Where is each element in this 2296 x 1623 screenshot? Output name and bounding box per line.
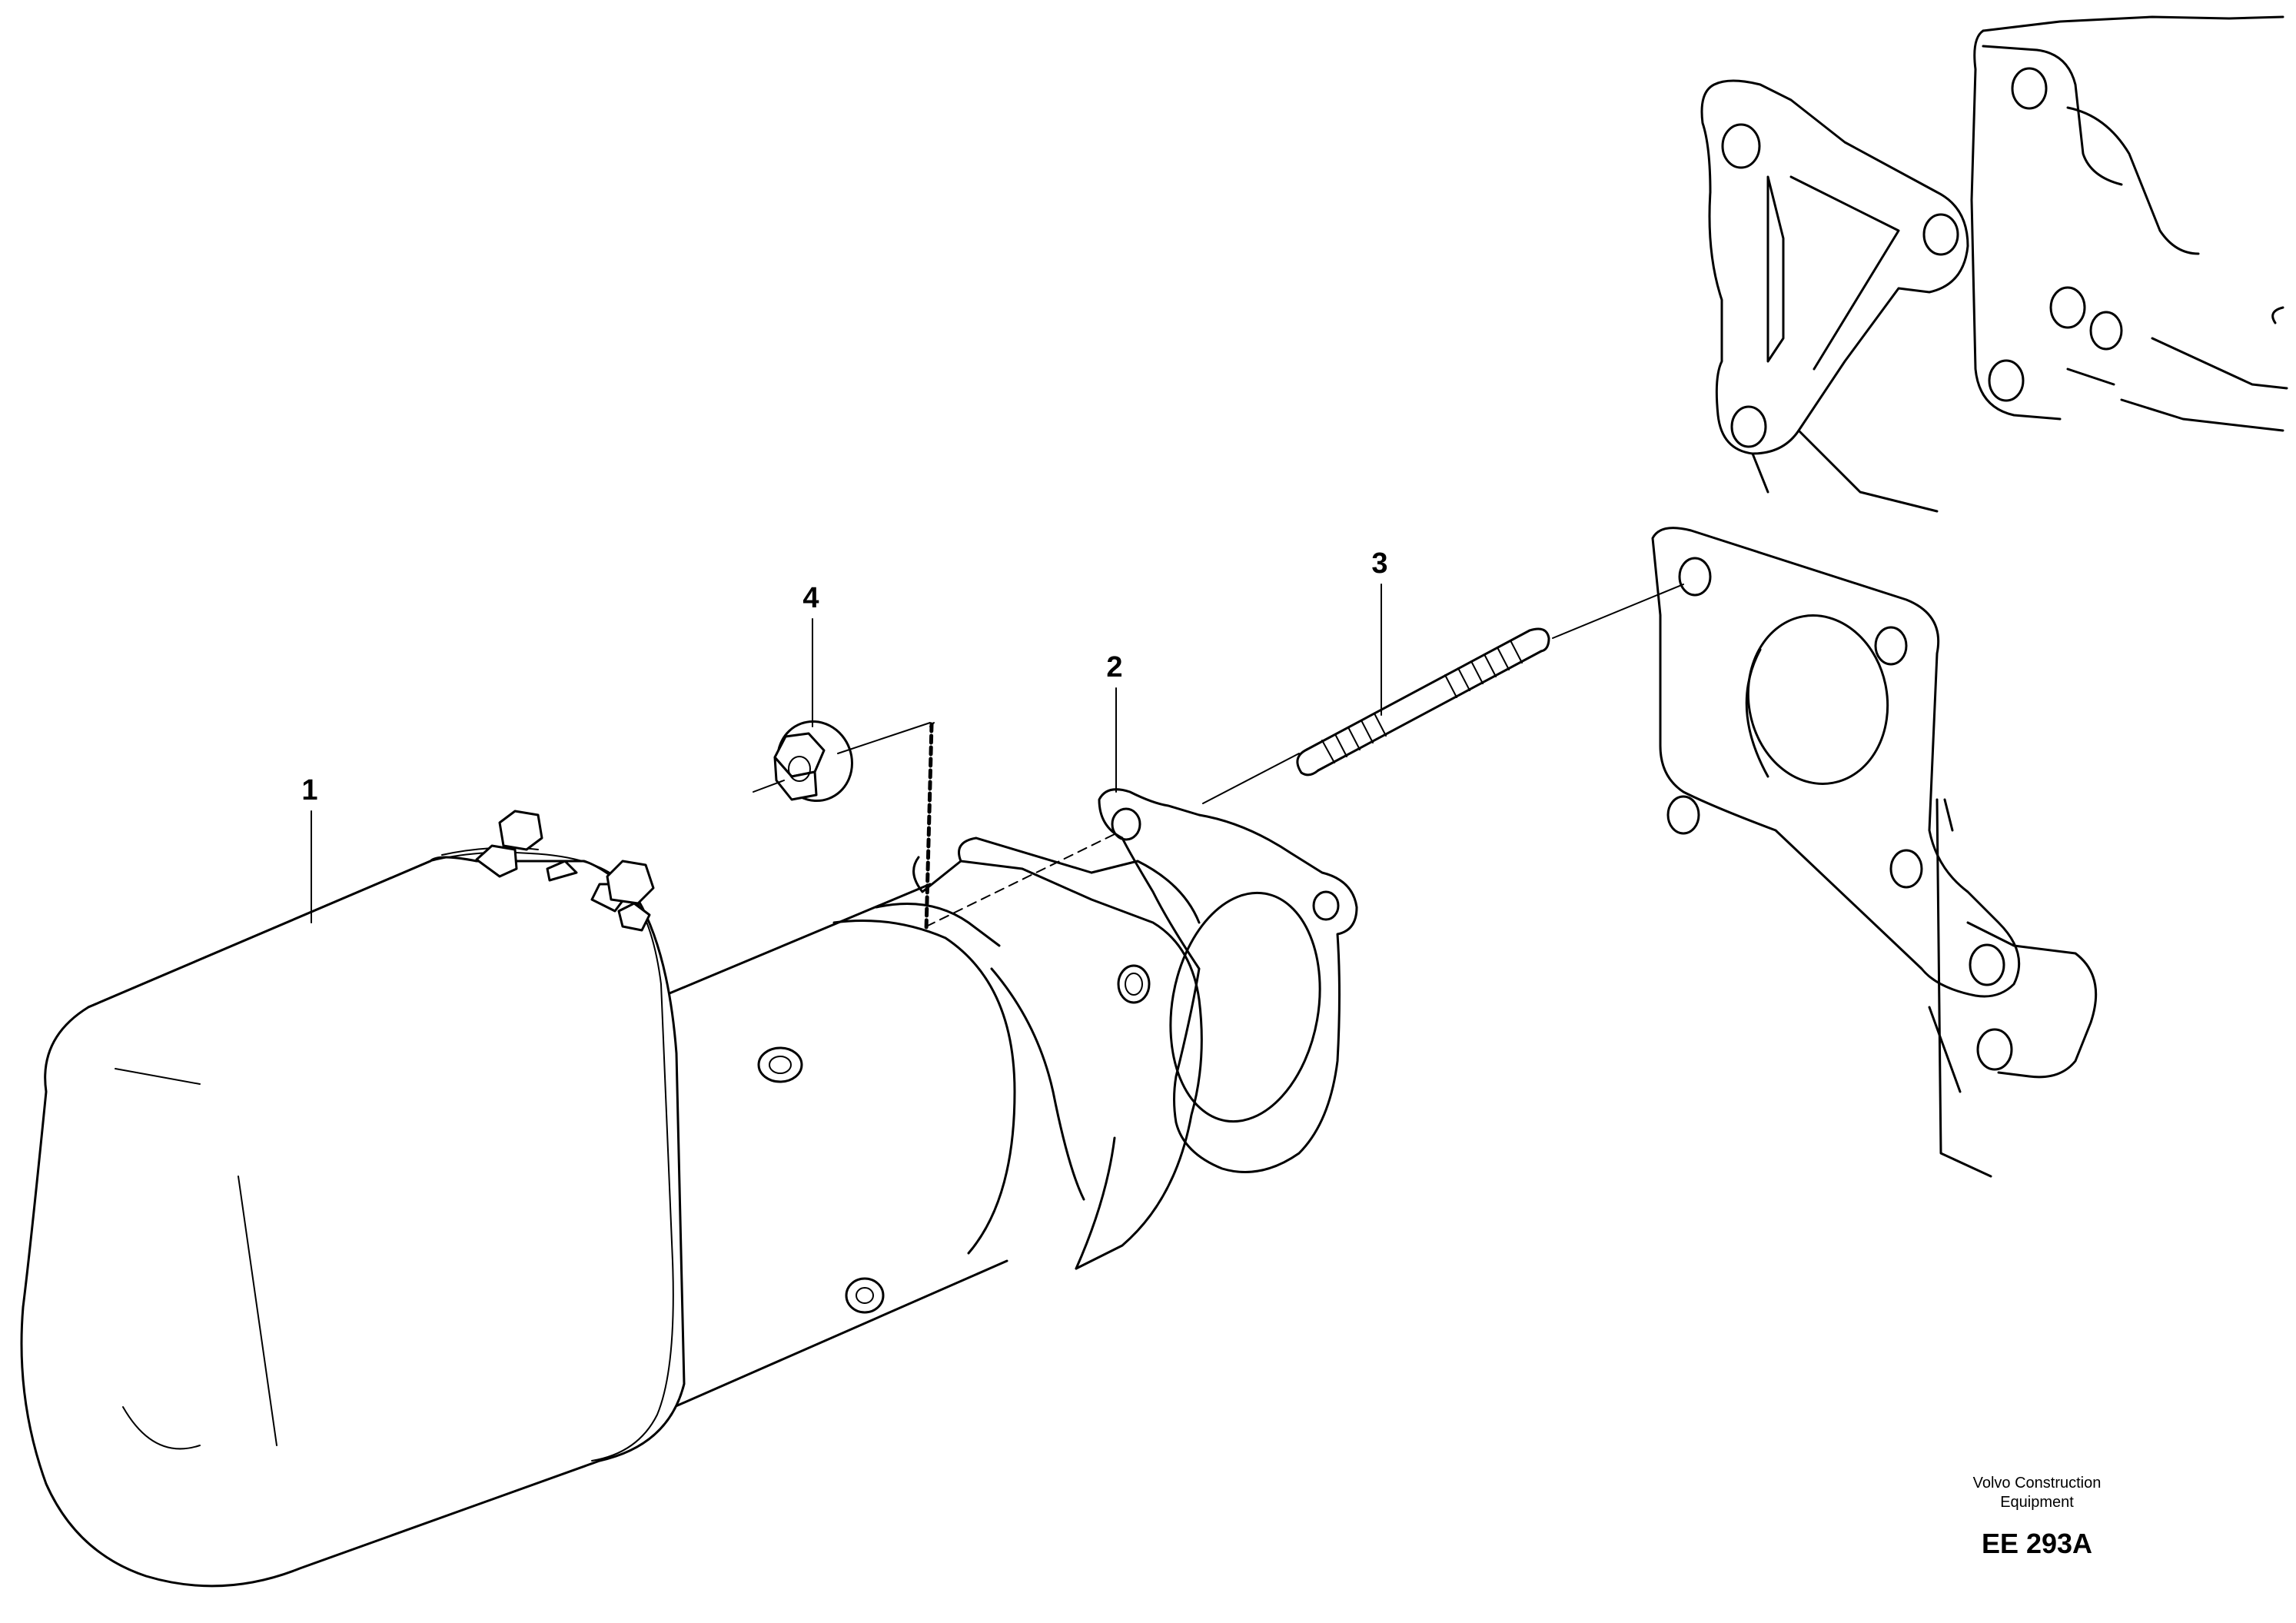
callout-1: 1 bbox=[301, 774, 318, 923]
callout-label-3: 3 bbox=[1371, 547, 1387, 580]
mounting-bracket bbox=[1700, 79, 1969, 513]
publisher-line-1: Volvo Construction bbox=[1973, 1475, 2102, 1492]
stud bbox=[1296, 627, 1550, 777]
publisher-line-2: Equipment bbox=[2000, 1494, 2074, 1511]
figure-code: EE 293A bbox=[1982, 1528, 2092, 1559]
gasket bbox=[1098, 788, 1358, 1173]
callout-label-2: 2 bbox=[1106, 651, 1122, 683]
flange-nut bbox=[773, 720, 853, 803]
terminal-bolts bbox=[475, 810, 655, 932]
assembly-lines bbox=[753, 584, 1684, 933]
figure-footer: Volvo Construction Equipment EE 293A bbox=[1973, 1475, 2102, 1559]
callout-2: 2 bbox=[1106, 651, 1123, 793]
starter-motor bbox=[20, 810, 1203, 1588]
engine-housing bbox=[1970, 15, 2288, 432]
callout-label-1: 1 bbox=[301, 774, 317, 807]
callout-3: 3 bbox=[1371, 547, 1388, 716]
engine-flange-plate bbox=[1651, 527, 2098, 1178]
callout-4: 4 bbox=[802, 582, 819, 727]
callout-label-4: 4 bbox=[802, 582, 819, 614]
